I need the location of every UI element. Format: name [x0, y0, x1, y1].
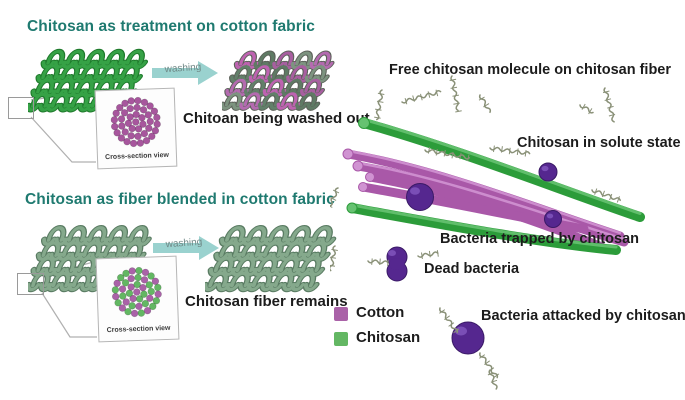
- washing-arrow-icon-top: [152, 61, 218, 85]
- bacteria-attacked-label: Bacteria attacked by chitosan: [481, 308, 685, 324]
- top-panel-title: Chitosan as treatment on cotton fabric: [27, 18, 315, 35]
- fiber-end-cap: [342, 148, 354, 160]
- zoom-source-box-top: [8, 97, 34, 119]
- chitosan-fiber-rod: [359, 118, 645, 222]
- cross-section-card-bottom: Cross-section view: [95, 255, 180, 343]
- legend-label-cotton: Cotton: [356, 304, 405, 321]
- fiber-remains-label: Chitosan fiber remains: [185, 293, 348, 310]
- fiber-end-cap: [358, 117, 370, 129]
- chitosan-solute-icon: [538, 162, 558, 182]
- cotton-fiber-rod: [343, 149, 625, 241]
- legend-swatch-chitosan: [334, 332, 348, 346]
- cotton-fiber-rod: [358, 182, 589, 234]
- fiber-end-cap: [346, 202, 358, 214]
- cross-section-dots-blend: [111, 266, 162, 318]
- fabric-washed-out-knit: [222, 50, 335, 111]
- dead-bacteria-icon: [386, 246, 408, 282]
- fiber-end-cap: [352, 160, 364, 172]
- cross-section-dots-cotton: [110, 96, 161, 148]
- washed-out-label: Chitoan being washed out: [183, 110, 370, 127]
- washing-arrow-icon-bottom: [153, 236, 219, 260]
- cross-section-view-label-top: Cross-section view: [104, 151, 169, 162]
- solute-state-label: Chitosan in solute state: [517, 135, 681, 151]
- free-chitosan-molecule-squiggles: [330, 75, 621, 390]
- cotton-fiber-rod: [353, 161, 629, 247]
- cross-section-card-top: Cross-section view: [94, 87, 178, 170]
- bottom-panel-title: Chitosan as fiber blended in cotton fabr…: [25, 191, 335, 208]
- bacteria-trapped-icon: [406, 183, 562, 228]
- legend-swatch-cotton: [334, 307, 348, 321]
- dead-bacteria-label: Dead bacteria: [424, 261, 520, 277]
- fiber-end-cap: [365, 172, 375, 182]
- cross-section-view-label-bottom: Cross-section view: [106, 324, 171, 335]
- fabric-blended-knit: [28, 225, 152, 293]
- fabric-remains-knit: [205, 225, 337, 293]
- bacteria-attacked-icon: [451, 321, 485, 355]
- fiber-end-cap: [358, 182, 368, 192]
- legend-label-chitosan: Chitosan: [356, 329, 421, 346]
- chitosan-fiber-rod: [347, 203, 621, 255]
- free-chitosan-label: Free chitosan molecule on chitosan fiber: [389, 62, 672, 78]
- bacteria-trapped-label: Bacteria trapped by chitosan: [440, 231, 640, 247]
- fiber-bundle-illustration: [330, 75, 645, 390]
- zoom-source-box-bottom: [17, 273, 44, 295]
